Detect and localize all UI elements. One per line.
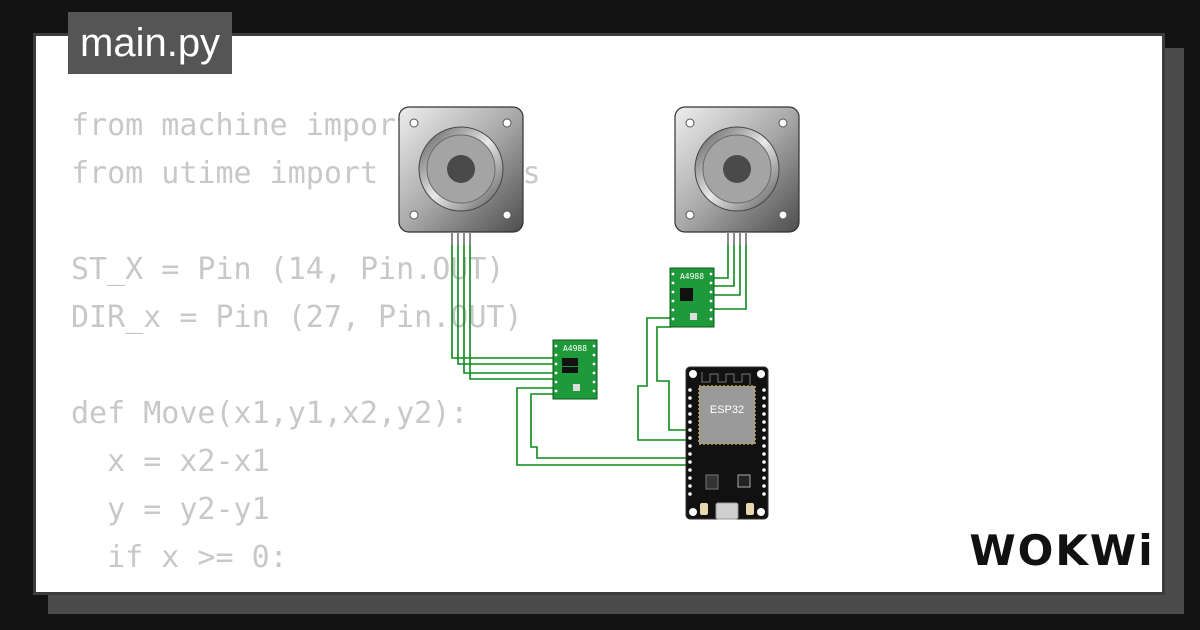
code-line: if x >= 0: xyxy=(71,540,288,575)
code-line: ST_X = Pin (14, Pin.OUT) xyxy=(71,252,505,287)
esp32-label: ESP32 xyxy=(710,404,744,416)
a4988-driver-y[interactable]: A4988 xyxy=(669,267,715,328)
a4988-driver-x[interactable]: A4988 xyxy=(552,339,598,400)
wires xyxy=(451,245,747,466)
code-line: y = y2-y1 xyxy=(71,492,270,527)
stepper-motor-y[interactable] xyxy=(674,106,800,245)
code-line: DIR_x = Pin (27, Pin.OUT) xyxy=(71,300,523,335)
stepper-motor-x[interactable] xyxy=(398,106,524,245)
esp32-board[interactable]: ESP32 xyxy=(685,366,769,520)
driver-label: A4988 xyxy=(680,272,704,281)
code-line: DIR_x xyxy=(71,582,541,592)
wokwi-logo[interactable]: WOKWi xyxy=(969,526,1154,575)
driver-label: A4988 xyxy=(563,344,587,353)
code-line: def Move(x1,y1,x2,y2): xyxy=(71,396,469,431)
code-line: x = x2-x1 xyxy=(71,444,270,479)
file-tab[interactable]: main.py xyxy=(68,12,233,74)
esp32-pins xyxy=(688,388,766,496)
